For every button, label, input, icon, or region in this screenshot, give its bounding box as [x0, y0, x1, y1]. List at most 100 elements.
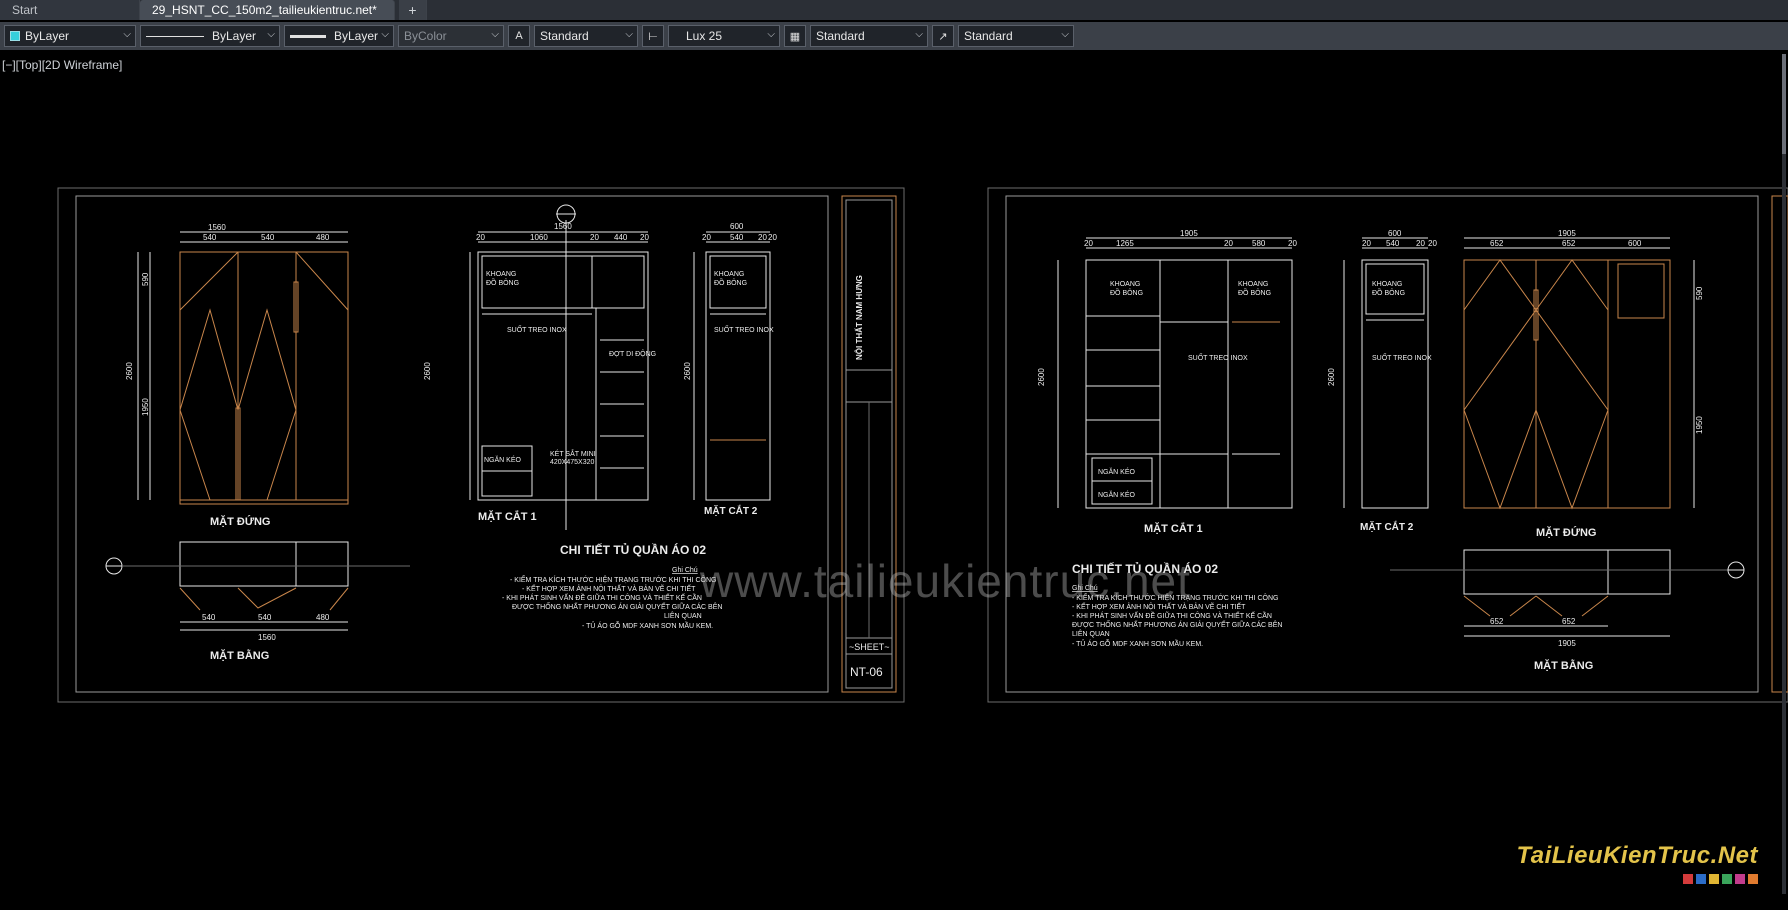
tab-start[interactable]: Start: [0, 0, 140, 20]
sheet2-sec2-dim-a: 20: [1362, 239, 1371, 248]
sheet2-note-2: - KẾT HỢP XEM ẢNH NỘI THẤT VÀ BẢN VẼ CHI…: [1072, 601, 1246, 611]
sheet2-notes-header: Ghi Chú: [1072, 585, 1098, 592]
chevron-down-icon: ⌵: [267, 29, 275, 40]
linetype-dropdown[interactable]: ByLayer ⌵: [140, 25, 280, 47]
table-style-icon[interactable]: ▦: [784, 25, 806, 47]
chevron-down-icon: ⌵: [491, 29, 499, 40]
sheet2-storage-label-b: KHOANG: [1238, 281, 1268, 288]
mleader-style-dropdown[interactable]: Standard ⌵: [958, 25, 1074, 47]
vertical-scrollbar[interactable]: [1782, 54, 1786, 894]
sheet2-sec1-total-dim: 1905: [1180, 229, 1198, 238]
sheet1-drawer-label: NGĂN KÉO: [484, 455, 522, 464]
sheet2-sec2-dim-c: 20: [1416, 239, 1425, 248]
sheet1-front-title: MẶT ĐỨNG: [210, 515, 270, 528]
sheet2-note-3: - KHI PHÁT SINH VẤN ĐỀ GIỮA THI CÔNG VÀ …: [1072, 610, 1272, 620]
sheet1-section2-title: MẶT CẮT 2: [704, 504, 758, 517]
sheet2-note-1: - KIỂM TRA KÍCH THƯỚC HIỆN TRẠNG TRƯỚC K…: [1072, 593, 1279, 602]
sheet1-title-block: [841, 195, 897, 693]
tab-drawing[interactable]: 29_HSNT_CC_150m2_tailieukientruc.net*: [140, 0, 395, 20]
watermark: www.tailieukientruc.net: [700, 555, 1191, 607]
chevron-down-icon: ⌵: [123, 29, 131, 40]
lineweight-value: ByLayer: [334, 29, 379, 43]
sheet1-sec1-dim-e: 20: [640, 233, 649, 242]
sheet1-notes-header: Ghi Chú: [672, 567, 698, 574]
properties-toolbar: ByLayer ⌵ ByLayer ⌵ ByLayer ⌵ ByColor ⌵ …: [0, 22, 1788, 50]
sheet1-front-dim-a: 540: [203, 233, 217, 242]
table-style-dropdown[interactable]: Standard ⌵: [810, 25, 928, 47]
sheet1-storage-label-2: ĐỒ BÔNG: [486, 277, 519, 287]
sheet2-sec2-total-dim: 600: [1388, 229, 1402, 238]
drawing-viewport[interactable]: [−][Top][2D Wireframe]: [0, 50, 1788, 910]
sheet2-sec1-dim-a: 20: [1084, 239, 1093, 248]
mleader-style-value: Standard: [964, 29, 1013, 43]
sheet1-rail-label: SUỐT TREO INOX: [507, 324, 567, 334]
table-style-value: Standard: [816, 29, 865, 43]
sheet2-drawer-label-2: NGĂN KÉO: [1098, 490, 1136, 499]
sheet1-front-total-dim: 1560: [208, 223, 226, 232]
sheet2-front-upper-dim: 590: [1695, 286, 1704, 300]
sheet2-plan-dim-a: 652: [1490, 617, 1504, 626]
new-tab-button[interactable]: +: [399, 0, 427, 20]
sheet2-plan-total-dim: 1905: [1558, 639, 1576, 648]
sheet2-sec2-height-dim: 2600: [1327, 368, 1336, 386]
tab-drawing-label: 29_HSNT_CC_150m2_tailieukientruc.net*: [152, 3, 377, 17]
dim-style-icon[interactable]: ⊢: [642, 25, 664, 47]
sheet2-note-4: ĐƯỢC THỐNG NHẤT PHƯƠNG ÁN GIẢI QUYẾT GIỮ…: [1072, 619, 1282, 629]
sheet1-front-elevation: [137, 231, 349, 505]
sheet1-note-3: - KHI PHÁT SINH VẤN ĐỀ GIỮA THI CÔNG VÀ …: [502, 592, 702, 602]
text-style-dropdown[interactable]: Standard ⌵: [534, 25, 638, 47]
sheet1-plan-title: MẶT BẰNG: [210, 649, 269, 662]
sheet1-front-upper-dim: 590: [141, 272, 150, 286]
linetype-value: ByLayer: [212, 29, 257, 43]
sheet2-front-dim-b: 652: [1562, 239, 1576, 248]
viewport-controls-label[interactable]: [−][Top][2D Wireframe]: [2, 58, 123, 72]
brand-logo: TaiLieuKienTruc.Net: [1516, 842, 1758, 869]
sheet1-inner-border: [75, 195, 829, 693]
plus-icon: +: [408, 2, 417, 18]
tab-start-label: Start: [12, 3, 38, 17]
sheet2-section1-title: MẶT CẮT 1: [1144, 522, 1203, 535]
dim-style-value: Lux 25: [686, 29, 723, 43]
text-style-value: Standard: [540, 29, 589, 43]
sheet1-sec1-total-dim: 1560: [554, 222, 572, 231]
sheet1-shelf-label: ĐỢT DI ĐỘNG: [609, 349, 656, 358]
sheet1-note-5: LIÊN QUAN: [664, 611, 702, 620]
text-style-icon[interactable]: A: [508, 25, 530, 47]
dim-style-dropdown[interactable]: Lux 25 ⌵: [668, 25, 780, 47]
sheet2-sec1-dim-e: 20: [1288, 239, 1297, 248]
sheet1-note-4: ĐƯỢC THỐNG NHẤT PHƯƠNG ÁN GIẢI QUYẾT GIỮ…: [512, 601, 722, 611]
sheet2-sec1-dim-b: 1265: [1116, 239, 1134, 248]
sheet1-sec2-dim-c: 20: [758, 233, 767, 242]
sheet2-title-block: [1771, 195, 1788, 693]
sheet2-sec2-dim-b: 540: [1386, 239, 1400, 248]
layer-color-dropdown[interactable]: ByLayer ⌵: [4, 25, 136, 47]
sheet1-front-dim-c: 480: [316, 233, 330, 242]
sheet2-sec2-rail-label: SUỐT TREO INOX: [1372, 352, 1432, 362]
sheet2-front-total-dim: 1905: [1558, 229, 1576, 238]
sheet1-sheet-label: ~SHEET~: [849, 642, 890, 652]
sheet2-sec2-storage-label: KHOANG: [1372, 281, 1402, 288]
sheet1-sec1-dim-c: 20: [590, 233, 599, 242]
plotstyle-dropdown[interactable]: ByColor ⌵: [398, 25, 504, 47]
sheet1-sec2-rail-label: SUỐT TREO INOX: [714, 324, 774, 334]
sheet2-note-5: LIÊN QUAN: [1072, 629, 1110, 638]
sheet1-sec1-height-dim: 2600: [423, 362, 432, 380]
sheet-2: 1905 20 1265 20 580 20 2600 KHOANG ĐỒ BÔ…: [987, 187, 1788, 703]
sheet2-inner-border: [1005, 195, 1759, 693]
chevron-down-icon: ⌵: [1061, 29, 1069, 40]
lineweight-dropdown[interactable]: ByLayer ⌵: [284, 25, 394, 47]
linetype-sample: [146, 35, 204, 37]
sheet1-front-lower-dim: 1950: [141, 398, 150, 416]
mleader-style-icon[interactable]: ↗: [932, 25, 954, 47]
brand-logo-dots: [1683, 874, 1758, 884]
sheet1-sec1-dim-b: 1060: [530, 233, 548, 242]
sheet1-sec2-storage-label: KHOANG: [714, 271, 744, 278]
cad-drawing[interactable]: 1560 540 540 480 2600 590 1950 MẶT ĐỨNG: [0, 50, 1788, 910]
sheet1-front-height-dim: 2600: [125, 362, 134, 380]
scrollbar-thumb[interactable]: [1782, 54, 1786, 154]
sheet2-sec1-height-dim: 2600: [1037, 368, 1046, 386]
sheet2-front-elevation: [1463, 237, 1695, 510]
sheet1-section-2: [693, 231, 771, 501]
chevron-down-icon: ⌵: [767, 29, 775, 40]
sheet2-storage-label-b2: ĐỒ BÔNG: [1238, 287, 1271, 297]
